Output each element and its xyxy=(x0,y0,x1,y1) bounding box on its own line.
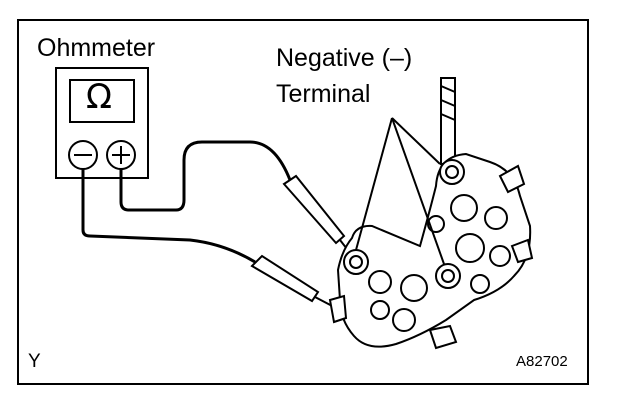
rectifier-body xyxy=(336,152,532,348)
ohm-symbol: Ω xyxy=(86,77,112,117)
figure-code: A82702 xyxy=(516,353,568,370)
negative-terminal-label-line1: Negative (–) xyxy=(276,44,413,72)
rectifier-holder xyxy=(328,77,534,350)
callout-lines xyxy=(355,117,445,265)
negative-test-lead xyxy=(81,169,256,264)
ohmmeter-display xyxy=(69,79,135,123)
ohmmeter-label: Ohmmeter xyxy=(37,34,156,62)
positive-jack-icon xyxy=(106,140,136,170)
figure-frame xyxy=(17,19,589,385)
positive-test-lead xyxy=(119,140,292,212)
negative-jack-icon xyxy=(68,140,98,170)
corner-letter: Y xyxy=(28,351,41,372)
negative-terminal-label-line2: Terminal xyxy=(276,80,371,108)
negative-probe xyxy=(250,254,337,309)
positive-probe xyxy=(282,174,355,259)
ohmmeter xyxy=(55,67,149,179)
